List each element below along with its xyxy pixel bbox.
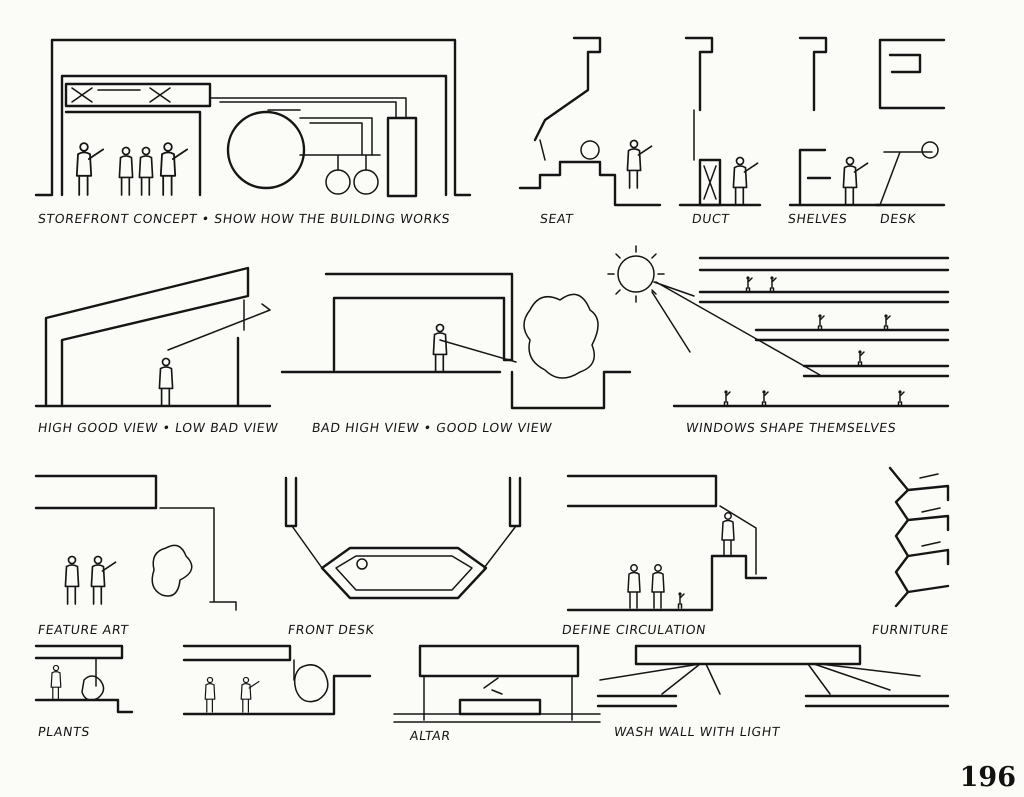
caption-wash-wall: WASH WALL WITH LIGHT bbox=[612, 724, 782, 739]
front-desk-sketch bbox=[284, 476, 522, 600]
caption-windows-shape: WINDOWS SHAPE THEMSELVES bbox=[684, 420, 898, 435]
shelves-sketch bbox=[788, 36, 882, 207]
feature-art-sketch bbox=[34, 474, 237, 611]
desk-sketch bbox=[874, 38, 946, 207]
caption-storefront-concept: STOREFRONT CONCEPT • SHOW HOW THE BUILDI… bbox=[36, 211, 452, 226]
duct-sketch bbox=[678, 36, 762, 207]
caption-high-good-view: HIGH GOOD VIEW • LOW BAD VIEW bbox=[36, 420, 280, 435]
windows-shape-sketch bbox=[607, 245, 950, 408]
caption-front-desk: FRONT DESK bbox=[286, 622, 376, 637]
furniture-sketch bbox=[888, 466, 950, 608]
caption-duct: DUCT bbox=[690, 211, 731, 226]
storefront-concept-sketch bbox=[34, 38, 472, 198]
caption-bad-high-view: BAD HIGH VIEW • GOOD LOW VIEW bbox=[310, 420, 554, 435]
caption-shelves: SHELVES bbox=[786, 211, 849, 226]
plant-circulation-sketch bbox=[182, 644, 372, 716]
seat-sketch bbox=[518, 36, 662, 207]
caption-altar: ALTAR bbox=[408, 728, 452, 743]
caption-desk: DESK bbox=[878, 211, 918, 226]
altar-sketch bbox=[393, 644, 601, 723]
caption-seat: SEAT bbox=[538, 211, 575, 226]
caption-feature-art: FEATURE ART bbox=[36, 622, 130, 637]
caption-furniture: FURNITURE bbox=[870, 622, 950, 637]
wash-wall-sketch bbox=[596, 644, 950, 708]
plants-sketch bbox=[34, 644, 134, 714]
bad-high-view-sketch bbox=[280, 272, 632, 410]
caption-plants: PLANTS bbox=[36, 724, 91, 739]
define-circulation-sketch bbox=[566, 474, 768, 612]
page-number: 196 bbox=[959, 762, 1016, 793]
caption-define-circulation: DEFINE CIRCULATION bbox=[560, 622, 708, 637]
high-good-view-sketch bbox=[34, 266, 272, 408]
